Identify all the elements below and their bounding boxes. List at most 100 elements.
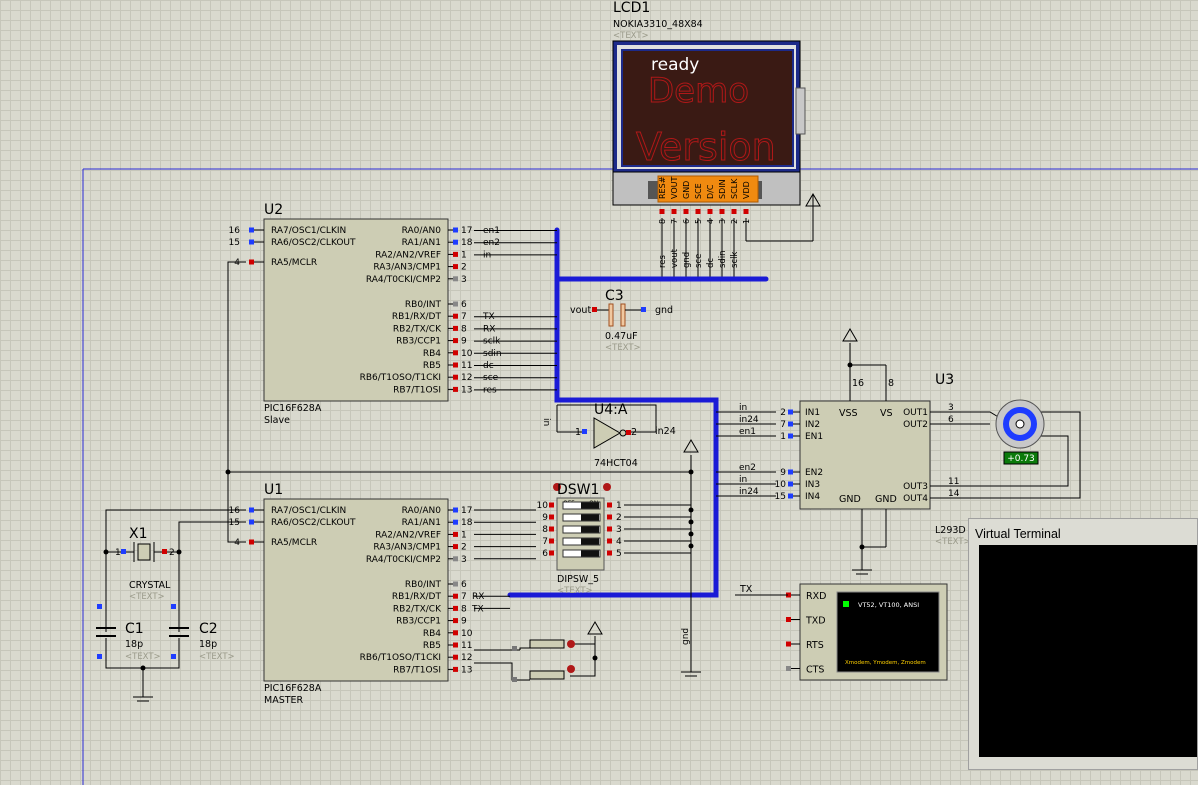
u2-desc: Slave (264, 415, 290, 426)
u3-pin-name: OUT3 (903, 482, 928, 492)
c1-pin-top (97, 604, 102, 609)
u3-junction (847, 362, 853, 368)
u3-pin-name: IN3 (805, 480, 820, 490)
pin-name: RB3/CCP1 (396, 617, 441, 627)
u3-vss-pin: 16 (852, 378, 864, 389)
c3-component[interactable]: C3 vout gnd 0.47uF <TEXT> (570, 288, 673, 353)
inverter-icon (593, 417, 622, 449)
vterm-screen-line2: Xmodem, Ymodem, Zmodem (845, 660, 926, 666)
c1-component[interactable]: C1 18p <TEXT> (96, 604, 161, 662)
pin-number: 7 (461, 592, 467, 602)
u4-pin-in-marker (582, 429, 587, 434)
pin-number: 1 (461, 250, 467, 260)
u3-pin-marker (788, 409, 793, 415)
vterm-pin-marker (786, 592, 791, 598)
virtual-terminal-window[interactable]: Virtual Terminal (968, 518, 1198, 770)
u3-power-icon (842, 328, 858, 342)
lcd-pin-marker (707, 209, 713, 214)
u3-pin-name: OUT1 (903, 408, 928, 418)
motor-component[interactable]: +0.73 (948, 399, 1081, 499)
pin-marker (453, 338, 458, 344)
pin-name: RA7/OSC1/CLKIN (271, 226, 346, 236)
pin-number: 16 (229, 506, 241, 516)
dsw-pin-number: 3 (616, 525, 622, 535)
pin-number: 11 (461, 641, 472, 651)
pin-name: RB5 (423, 641, 441, 651)
u4-part: 74HCT04 (594, 458, 638, 469)
pin-number: 12 (461, 373, 472, 383)
pin-marker (453, 531, 458, 537)
pin-number: 15 (229, 518, 240, 528)
virtual-terminal-screen[interactable] (979, 545, 1197, 757)
pin-name: RB1/RX/DT (392, 592, 442, 602)
lcd-pin-marker (719, 209, 725, 214)
lcd-pin-marker (659, 209, 665, 214)
dsw-pin-number: 9 (542, 513, 548, 523)
dsw-pin-marker (549, 514, 554, 520)
vterm-screen (836, 591, 940, 673)
lcd-connector (657, 175, 759, 203)
pin-marker (453, 593, 458, 599)
pin-marker (249, 539, 254, 545)
u2-ref: U2 (264, 202, 283, 218)
c3-right-net: gnd (655, 305, 673, 316)
lcd-pin-label: D/C (706, 184, 715, 199)
u3-pin-number: 2 (780, 408, 786, 418)
dsw-pin-marker (549, 538, 554, 544)
pin-marker (453, 630, 458, 636)
pushbutton-group[interactable] (474, 621, 603, 682)
dip-switch-knob (581, 502, 599, 509)
u3-pin-name: OUT2 (903, 420, 928, 430)
motor-shaft (1015, 419, 1025, 429)
pin-name: RB2/TX/CK (393, 324, 442, 334)
dip-switch-knob (581, 538, 599, 545)
gnd-symbol-mid: gnd (681, 628, 701, 677)
junction-dot (176, 549, 182, 555)
c1-text-tag: <TEXT> (125, 652, 161, 662)
u3-gnd-right: GND (875, 494, 897, 505)
u3-component[interactable]: U3 VSS VS GND GND 16 8 L293D <TEXT> IN12… (716, 328, 971, 575)
pin-name: RA5/MCLR (271, 538, 317, 548)
lcd-pin-label: GND (682, 181, 691, 199)
pin-number: 1 (461, 530, 467, 540)
pin-number: 6 (461, 580, 467, 590)
lcd-pin-marker (731, 209, 737, 214)
pin-marker (453, 507, 458, 513)
pin-marker (453, 386, 458, 392)
pin-marker (249, 227, 254, 233)
pin-name: RA0/AN0 (402, 506, 442, 516)
lcd-net-label: sdin (718, 250, 728, 268)
pin-number: 2 (461, 543, 467, 553)
u4-component[interactable]: U4:A in 1 2 in24 74HCT04 (541, 402, 676, 469)
vterm-pin-marker (786, 617, 791, 622)
pin-marker (453, 642, 458, 648)
pushbutton-led (567, 640, 575, 648)
vterm-pin-name: TXD (805, 616, 826, 627)
pin-number: 8 (461, 324, 467, 334)
c2-component[interactable]: C2 18p <TEXT> (169, 604, 235, 662)
pin-number: 3 (461, 555, 467, 565)
pin-marker (453, 618, 458, 624)
c3-plate-left (608, 303, 614, 327)
u1-ref: U1 (264, 482, 283, 498)
vterm-pin-marker (786, 666, 791, 671)
c3-plate-right (620, 303, 626, 327)
dsw-pin-marker (607, 514, 612, 520)
lcd-component[interactable]: LCD1 NOKIA3310_48X84 <TEXT> ready Demo V… (612, 0, 821, 278)
pin-name: RA1/AN1 (402, 518, 441, 528)
c3-text-tag: <TEXT> (605, 343, 641, 353)
bus-lines (507, 227, 769, 598)
x1-component[interactable]: X1 1 2 CRYSTAL <TEXT> (115, 526, 175, 602)
motor-readout-box (1003, 451, 1039, 465)
x1-pin1: 1 (115, 548, 121, 558)
u3-pin-number: 7 (780, 420, 786, 430)
pin-number: 13 (461, 385, 472, 395)
u3-pin-name: IN2 (805, 420, 820, 430)
u3-pin-name: IN1 (805, 408, 820, 418)
u4-ref: U4:A (594, 402, 628, 418)
vterm-component[interactable]: VT52, VT100, ANSI Xmodem, Ymodem, Zmodem… (735, 583, 948, 681)
